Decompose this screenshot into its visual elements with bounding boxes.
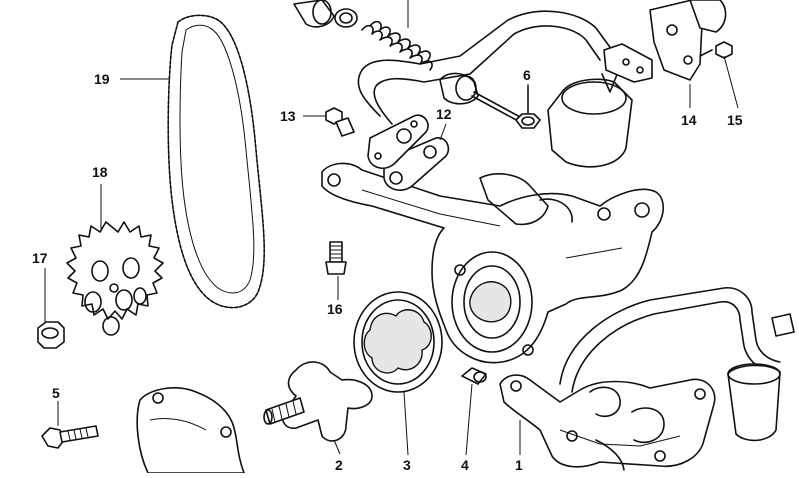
nut-part bbox=[37, 321, 65, 349]
bolt-15 bbox=[699, 41, 733, 59]
hex-bolt-5 bbox=[41, 425, 99, 449]
strainer-cup-upper bbox=[547, 71, 633, 168]
callout-labels: 19 18 17 5 16 13 12 6 14 15 2 3 4 1 bbox=[32, 67, 743, 473]
bracket-14 bbox=[603, 0, 727, 83]
flange-plate bbox=[367, 114, 429, 169]
callout-2: 2 bbox=[335, 457, 343, 473]
valve-piston bbox=[439, 72, 523, 123]
relief-valve-spring bbox=[361, 20, 433, 71]
suction-pipe-lower bbox=[559, 287, 795, 393]
callout-1: 1 bbox=[515, 457, 523, 473]
callout-16: 16 bbox=[327, 301, 343, 317]
timing-chain bbox=[167, 14, 266, 309]
front-cover-housing bbox=[136, 387, 245, 474]
leader-lines bbox=[44, 0, 739, 456]
strainer-cup-lower bbox=[727, 363, 781, 442]
stud-bolt-16 bbox=[325, 241, 347, 275]
callout-5: 5 bbox=[52, 385, 60, 401]
pickup-pipe-upper bbox=[357, 10, 613, 125]
seal-ring bbox=[334, 8, 358, 28]
pump-assembly-1 bbox=[499, 374, 716, 471]
oil-pump-housing bbox=[321, 162, 664, 364]
callout-17: 18 bbox=[92, 164, 108, 180]
callout-4: 4 bbox=[461, 457, 469, 473]
sprocket-gear bbox=[66, 221, 164, 336]
callout-6: 6 bbox=[523, 67, 531, 83]
dowel-sleeve bbox=[461, 367, 487, 385]
callout-18: 17 bbox=[32, 250, 48, 266]
gasket-12 bbox=[383, 137, 450, 191]
bolt-13 bbox=[325, 107, 355, 137]
callout-15: 15 bbox=[727, 112, 743, 128]
plug-cap bbox=[293, 0, 335, 28]
callout-12: 12 bbox=[436, 106, 452, 122]
callout-19: 19 bbox=[94, 71, 110, 87]
outer-rotor bbox=[353, 291, 443, 393]
callout-14: 14 bbox=[681, 112, 697, 128]
callout-3: 3 bbox=[403, 457, 411, 473]
drive-shaft-rotor bbox=[263, 361, 373, 442]
callout-13: 13 bbox=[280, 108, 296, 124]
bolt-6 bbox=[515, 85, 541, 129]
